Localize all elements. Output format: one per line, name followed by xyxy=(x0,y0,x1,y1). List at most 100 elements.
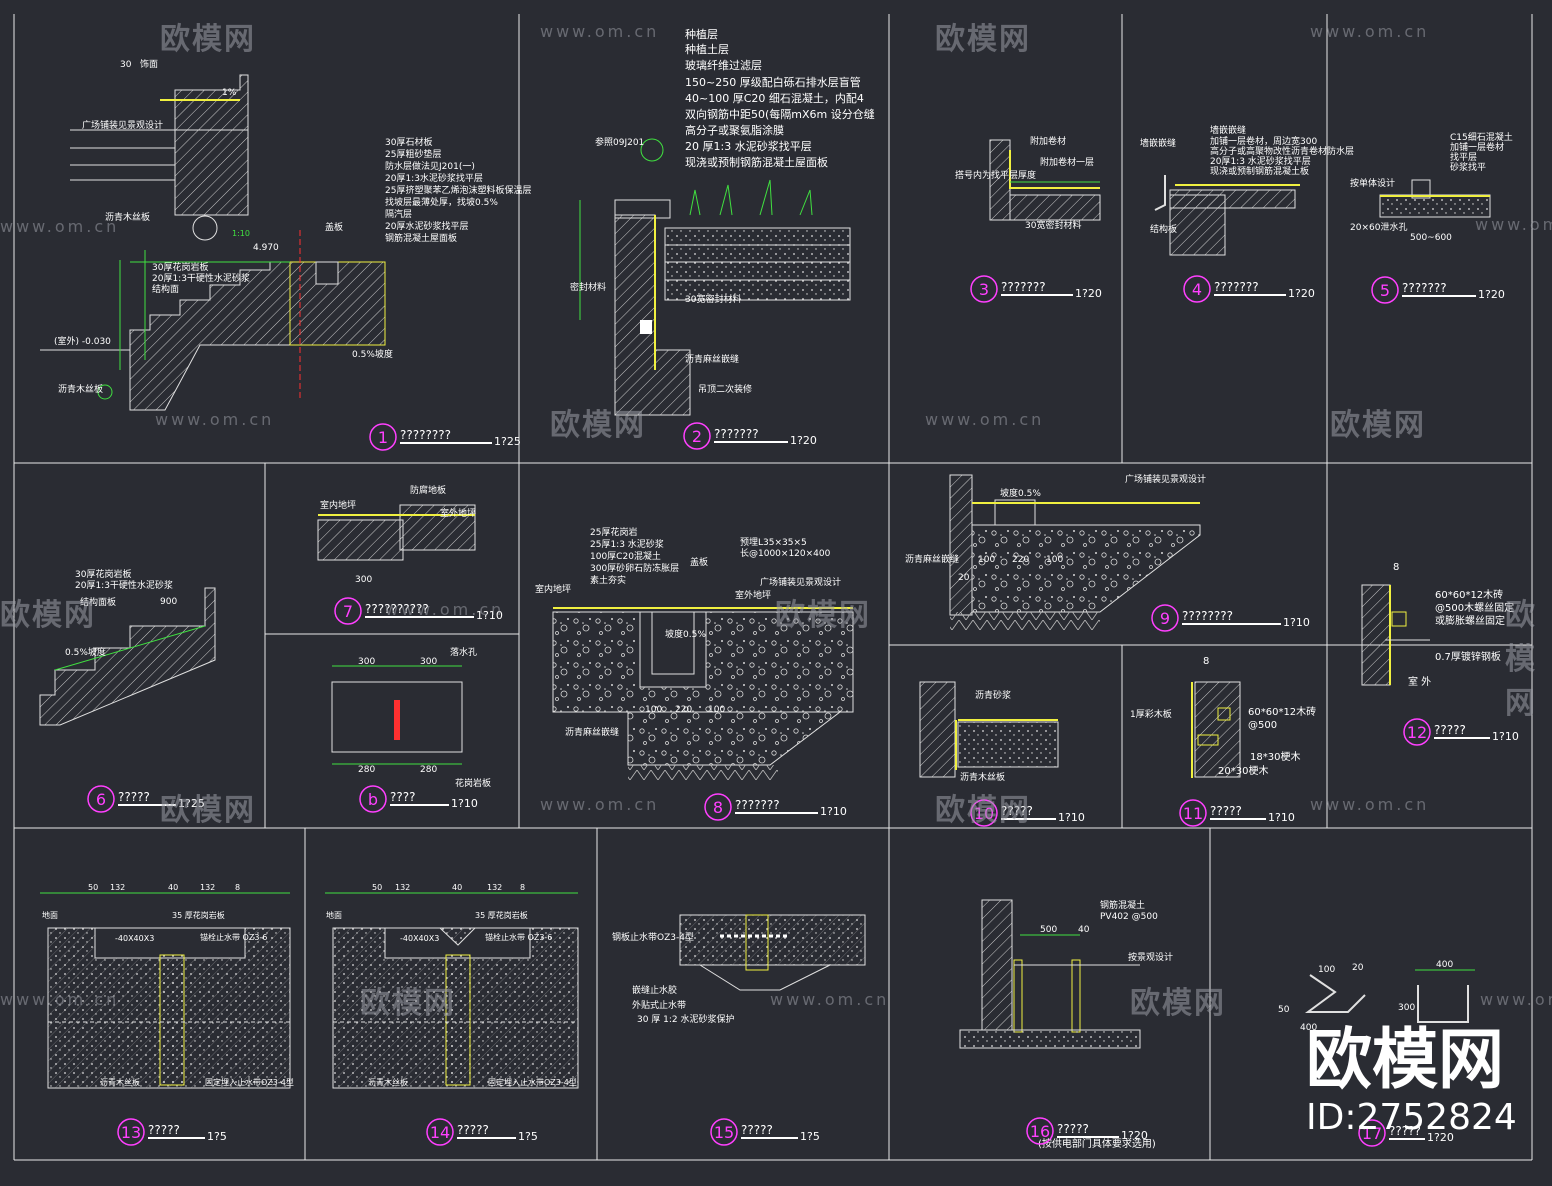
detail-marker-circle xyxy=(1358,1119,1386,1147)
svg-text:室 外: 室 外 xyxy=(1408,675,1431,688)
svg-text:防腐地板: 防腐地板 xyxy=(410,484,446,496)
watermark-url: www.om.cn xyxy=(0,990,120,1009)
svg-text:8: 8 xyxy=(1203,656,1209,667)
detail-scale: 1?10 xyxy=(820,805,847,818)
svg-text:或膨胀螺丝固定: 或膨胀螺丝固定 xyxy=(1435,614,1505,627)
svg-text:锚栓止水带 OZ3-6: 锚栓止水带 OZ3-6 xyxy=(485,932,552,942)
detail-13-drawing xyxy=(40,892,291,1089)
svg-text:280: 280 xyxy=(358,765,375,775)
detail-number: 12 xyxy=(1407,723,1427,742)
detail-marker-circle xyxy=(683,422,711,450)
watermark-url: www.om.cn xyxy=(385,600,505,619)
svg-text:132: 132 xyxy=(200,883,215,892)
detail-title: ????? xyxy=(1057,1122,1089,1136)
detail-number: 5 xyxy=(1380,281,1390,300)
detail-11-drawing xyxy=(1191,681,1241,778)
svg-text:300: 300 xyxy=(1398,1003,1415,1013)
svg-text:50: 50 xyxy=(1278,1005,1290,1015)
watermark-brand: 欧模网 xyxy=(160,793,256,828)
detail-number: 17 xyxy=(1362,1124,1382,1143)
detail-number: 8 xyxy=(713,798,723,817)
detail-16-drawing xyxy=(959,899,1141,1049)
svg-text:100: 100 xyxy=(1318,965,1335,975)
detail-marker-circle xyxy=(1179,799,1207,827)
detail-scale: 1?25 xyxy=(494,435,521,448)
svg-text:沥青木丝板: 沥青木丝板 xyxy=(58,383,103,395)
svg-text:50: 50 xyxy=(372,883,382,892)
detail-1-drawing xyxy=(40,74,386,411)
svg-text:广场铺装见景观设计: 广场铺装见景观设计 xyxy=(82,119,163,131)
detail-scale: 1?25 xyxy=(178,797,205,810)
svg-text:防水层做法见J201(一): 防水层做法见J201(一) xyxy=(385,160,475,172)
svg-text:20厚1:3干硬性水泥砂浆: 20厚1:3干硬性水泥砂浆 xyxy=(75,579,173,591)
detail-2-drawing xyxy=(579,138,851,416)
svg-text:沥青木丝板: 沥青木丝板 xyxy=(100,1077,140,1087)
watermark-url: www.om.cn xyxy=(155,410,275,429)
svg-text:-40X40X3: -40X40X3 xyxy=(400,934,439,943)
detail-scale: 1?20 xyxy=(1075,287,1102,300)
svg-text:18*30梗木: 18*30梗木 xyxy=(1250,750,1300,763)
detail-marker-circle xyxy=(970,799,998,827)
svg-text:20厚1:3干硬性水泥砂浆: 20厚1:3干硬性水泥砂浆 xyxy=(152,272,250,284)
watermark-brand: 欧模网 xyxy=(775,598,871,633)
svg-text:沥青木丝板: 沥青木丝板 xyxy=(368,1077,408,1087)
svg-text:132: 132 xyxy=(395,883,410,892)
svg-text:@500: @500 xyxy=(1248,720,1277,731)
detail-title: ??????? xyxy=(1001,280,1046,294)
detail-number: 10 xyxy=(974,804,994,823)
svg-text:20厚水泥砂浆找平层: 20厚水泥砂浆找平层 xyxy=(385,220,468,232)
svg-text:(按供电部门具体要求选用): (按供电部门具体要求选用) xyxy=(1038,1137,1156,1150)
watermark-url: www.om.cn xyxy=(540,22,660,41)
svg-text:40: 40 xyxy=(168,883,178,892)
detail-scale: 1?5 xyxy=(207,1130,227,1143)
watermark-brand: 欧模网 xyxy=(1330,408,1426,443)
watermark-brand: 欧模网 xyxy=(160,22,256,57)
detail-scale: 1?10 xyxy=(1283,616,1310,629)
detail-scale: 1?20 xyxy=(1121,1129,1148,1142)
svg-text:300厚砂卵石防冻胀层: 300厚砂卵石防冻胀层 xyxy=(590,562,679,574)
detail-3-drawing xyxy=(989,139,1101,221)
detail-title: ???? xyxy=(390,790,415,804)
svg-text:35 厚花岗岩板: 35 厚花岗岩板 xyxy=(475,910,528,920)
svg-text:8: 8 xyxy=(520,883,525,892)
svg-text:40~100 厚C20 细石混凝土，内配4: 40~100 厚C20 细石混凝土，内配4 xyxy=(685,91,864,105)
svg-text:外贴式止水带: 外贴式止水带 xyxy=(632,999,686,1011)
detail-7-drawing xyxy=(317,504,476,561)
svg-text:60*60*12木砖: 60*60*12木砖 xyxy=(1435,588,1503,601)
svg-text:60*60*12木砖: 60*60*12木砖 xyxy=(1248,705,1316,718)
svg-text:结构板: 结构板 xyxy=(1150,223,1177,235)
svg-text:找坡层最薄处厚，找坡0.5%: 找坡层最薄处厚，找坡0.5% xyxy=(385,196,498,208)
svg-text:@500木螺丝固定: @500木螺丝固定 xyxy=(1435,601,1514,614)
detail-marker-circle xyxy=(87,785,115,813)
svg-text:35 厚花岗岩板: 35 厚花岗岩板 xyxy=(172,910,225,920)
detail-title: ???????? xyxy=(1182,609,1233,623)
svg-text:1%: 1% xyxy=(222,88,237,98)
detail-title: ?????????? xyxy=(365,602,429,616)
svg-text:280: 280 xyxy=(420,765,437,775)
svg-text:加铺一层卷材，周边宽300: 加铺一层卷材，周边宽300 xyxy=(1210,135,1317,147)
watermark-url: www.om.cn xyxy=(1480,990,1552,1009)
svg-text:素土夯实: 素土夯实 xyxy=(590,574,626,586)
brand-name: 欧模网 xyxy=(1306,1021,1504,1098)
svg-text:8: 8 xyxy=(235,883,240,892)
detail-16-text: 500 40 钢筋混凝土 PV402 @500 按景观设计 (按供电部门具体要求… xyxy=(1038,899,1173,1150)
detail-number: 7 xyxy=(343,602,353,621)
svg-text:砂浆找平: 砂浆找平 xyxy=(1450,161,1486,173)
svg-text:25厚花岗岩: 25厚花岗岩 xyxy=(590,526,637,538)
svg-text:种植土层: 种植土层 xyxy=(685,42,729,56)
svg-text:钢筋混凝土屋面板: 钢筋混凝土屋面板 xyxy=(385,232,457,244)
detail-title: ??????? xyxy=(1402,281,1447,295)
detail-scale: 1?20 xyxy=(790,434,817,447)
detail-marker-circle xyxy=(426,1118,454,1146)
svg-text:25厚挤塑聚苯乙烯泡沫塑料板保温层: 25厚挤塑聚苯乙烯泡沫塑料板保温层 xyxy=(385,184,531,196)
sheet-frame xyxy=(13,14,1533,1161)
detail-b-drawing xyxy=(331,665,463,765)
detail-number: 13 xyxy=(121,1123,141,1142)
svg-text:高分子或聚氨脂涂膜: 高分子或聚氨脂涂膜 xyxy=(685,123,784,137)
svg-text:150~250 厚级配白砾石排水层盲管: 150~250 厚级配白砾石排水层盲管 xyxy=(685,75,861,89)
watermark-brand: 欧模网 xyxy=(550,408,646,443)
svg-text:现浇或预制钢筋混凝土屋面板: 现浇或预制钢筋混凝土屋面板 xyxy=(685,155,828,169)
watermark-url: www.om.cn xyxy=(1310,795,1430,814)
svg-text:固定埋入止水带OZ3-4型: 固定埋入止水带OZ3-4型 xyxy=(205,1077,294,1087)
